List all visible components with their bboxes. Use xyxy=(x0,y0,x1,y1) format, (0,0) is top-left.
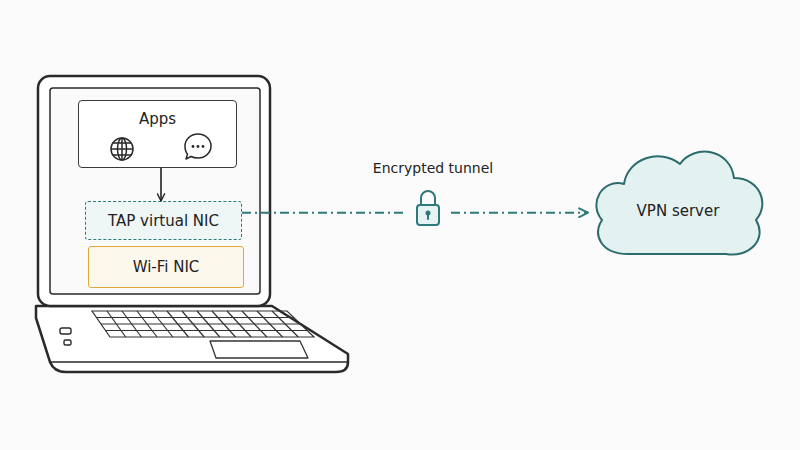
globe-icon xyxy=(111,138,133,160)
laptop-base xyxy=(36,306,348,372)
connector-arrow xyxy=(160,168,162,201)
apps-box: Apps xyxy=(78,100,237,168)
lock-icon xyxy=(406,190,450,230)
server-cloud: VPN server xyxy=(588,138,768,263)
connector-arrow xyxy=(242,212,588,214)
touchpad xyxy=(210,341,308,358)
port-symbol xyxy=(64,340,71,345)
chat-icon xyxy=(185,134,211,159)
physical-nic-box: Wi-Fi NIC xyxy=(88,246,244,288)
node-text: Wi-Fi NIC xyxy=(133,258,200,276)
node-text: Apps xyxy=(139,110,176,128)
node-text: VPN server xyxy=(637,202,720,220)
screen-display xyxy=(50,88,260,294)
laptop-screen xyxy=(38,76,270,306)
node-text: TAP virtual NIC xyxy=(108,212,219,230)
edge-label: Encrypted tunnel xyxy=(373,160,493,176)
port-symbol xyxy=(60,328,71,334)
keyboard xyxy=(92,311,314,337)
laptop-lip xyxy=(50,361,348,363)
virtual-nic-box: TAP virtual NIC xyxy=(85,201,242,240)
cloud-outline xyxy=(588,138,768,263)
